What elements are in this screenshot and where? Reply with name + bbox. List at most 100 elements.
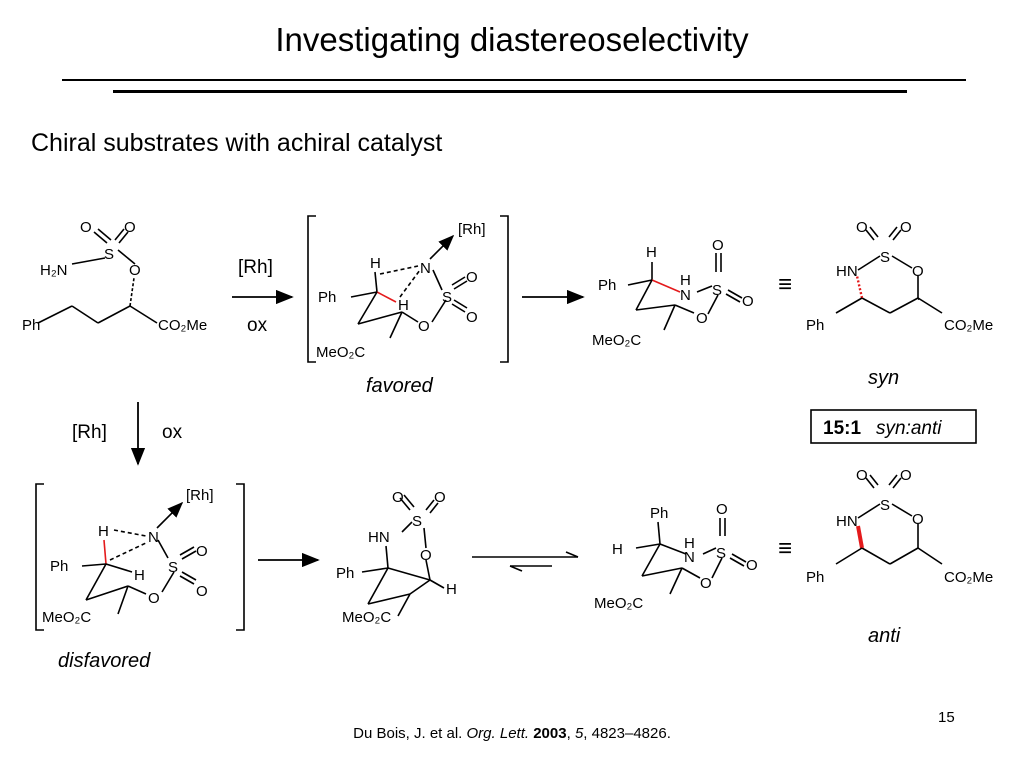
atom-n: N xyxy=(420,260,431,277)
favored-ts-brackets xyxy=(307,215,509,363)
favored-transition-state xyxy=(350,234,468,339)
slide-title: Investigating diastereoselectivity xyxy=(275,21,749,58)
equivalence-symbol: ≡ xyxy=(778,271,792,298)
atom-o: O xyxy=(856,467,868,484)
atom-h: H xyxy=(680,272,691,289)
atom-meo2c: MeO₂C xyxy=(594,595,643,612)
atom-n: N xyxy=(148,529,159,546)
equilibrium-arrows xyxy=(472,551,579,572)
starting-sulfamate xyxy=(37,228,158,324)
page-number: 15 xyxy=(938,709,955,726)
slide-subtitle: Chiral substrates with achiral catalyst xyxy=(31,129,443,157)
atom-o: O xyxy=(712,237,724,254)
syn-label: syn xyxy=(868,367,899,389)
atom-h: H xyxy=(684,535,695,552)
atom-h: H xyxy=(446,581,457,598)
atom-rh: [Rh] xyxy=(186,487,214,504)
atom-o: O xyxy=(148,590,160,607)
citation-volume: 5 xyxy=(574,725,584,742)
syn-product-ring xyxy=(835,226,943,314)
atom-s: S xyxy=(716,545,726,562)
atom-s: S xyxy=(412,513,422,530)
atom-o: O xyxy=(466,309,478,326)
atom-s: S xyxy=(880,497,890,514)
atom-s: S xyxy=(712,282,722,299)
atom-o: O xyxy=(716,501,728,518)
anti-product-chair xyxy=(635,518,747,595)
reagent-catalyst-label: [Rh] xyxy=(238,257,273,278)
atom-o: O xyxy=(420,547,432,564)
citation-authors: Du Bois, J. et al. xyxy=(353,725,463,742)
title-rule-top xyxy=(62,79,966,81)
atom-ph: Ph xyxy=(806,317,824,334)
title-rule-bottom xyxy=(113,90,907,93)
equivalence-symbol: ≡ xyxy=(778,535,792,562)
atom-meo2c: MeO₂C xyxy=(592,332,641,349)
anti-product-ring xyxy=(835,474,943,565)
atom-hn: HN xyxy=(836,263,858,280)
atom-co2me: CO₂Me xyxy=(158,317,207,334)
atom-meo2c: MeO₂C xyxy=(342,609,391,626)
atom-o: O xyxy=(124,219,136,236)
disfavored-ts-brackets xyxy=(35,483,245,631)
atom-ph: Ph xyxy=(598,277,616,294)
citation-year: 2003 xyxy=(533,725,567,742)
reagent-catalyst-label: [Rh] xyxy=(72,422,107,443)
atom-o: O xyxy=(700,575,712,592)
anti-label: anti xyxy=(868,625,901,647)
atom-o: O xyxy=(900,219,912,236)
atom-o: O xyxy=(466,269,478,286)
atom-o: O xyxy=(742,293,754,310)
disfavored-transition-state xyxy=(81,501,197,615)
citation: Du Bois, J. et al. Org. Lett. 2003, 5, 4… xyxy=(353,725,671,742)
atom-hn: HN xyxy=(836,513,858,530)
syn-product-chair xyxy=(627,253,743,331)
atom-o: O xyxy=(129,262,141,279)
atom-o: O xyxy=(418,318,430,335)
atom-s: S xyxy=(880,249,890,266)
atom-o: O xyxy=(856,219,868,236)
atom-o: O xyxy=(746,557,758,574)
atom-s: S xyxy=(442,289,452,306)
atom-co2me: CO₂Me xyxy=(944,569,993,586)
atom-meo2c: MeO₂C xyxy=(316,344,365,361)
atom-o: O xyxy=(696,310,708,327)
atom-ph: Ph xyxy=(650,505,668,522)
selectivity-ratio: 15:1 xyxy=(823,418,861,439)
atom-h: H xyxy=(612,541,623,558)
atom-ph: Ph xyxy=(336,565,354,582)
atom-o: O xyxy=(434,489,446,506)
citation-pages: 4823–4826. xyxy=(591,725,671,742)
atom-o: O xyxy=(80,219,92,236)
atom-h2n: H₂N xyxy=(40,262,68,279)
atom-h: H xyxy=(134,567,145,584)
disfavored-label: disfavored xyxy=(58,650,151,672)
favored-label: favored xyxy=(366,375,434,397)
atom-n: N xyxy=(680,287,691,304)
atom-o: O xyxy=(196,543,208,560)
atom-meo2c: MeO₂C xyxy=(42,609,91,626)
atom-h: H xyxy=(398,297,409,314)
atom-ph: Ph xyxy=(806,569,824,586)
atom-ph: Ph xyxy=(50,558,68,575)
atom-o: O xyxy=(196,583,208,600)
atom-hn: HN xyxy=(368,529,390,546)
reagent-oxidant-label: ox xyxy=(162,422,183,443)
bicyclic-intermediate xyxy=(361,494,445,617)
atom-o: O xyxy=(912,263,924,280)
citation-journal: Org. Lett. xyxy=(466,725,530,742)
atom-o: O xyxy=(912,511,924,528)
atom-h: H xyxy=(370,255,381,272)
atom-o: O xyxy=(900,467,912,484)
reagent-oxidant-label: ox xyxy=(247,315,268,336)
atom-h: H xyxy=(646,244,657,261)
atom-rh: [Rh] xyxy=(458,221,486,238)
atom-n: N xyxy=(684,549,695,566)
reaction-scheme: Ph CO₂Me O S H₂N O O [Rh] ox H Ph H N S xyxy=(22,215,993,672)
atom-ph: Ph xyxy=(318,289,336,306)
atom-ph: Ph xyxy=(22,317,40,334)
selectivity-box: 15:1 syn:anti xyxy=(810,409,977,444)
selectivity-text: syn:anti xyxy=(876,418,942,439)
atom-h: H xyxy=(98,523,109,540)
atom-s: S xyxy=(104,246,114,263)
